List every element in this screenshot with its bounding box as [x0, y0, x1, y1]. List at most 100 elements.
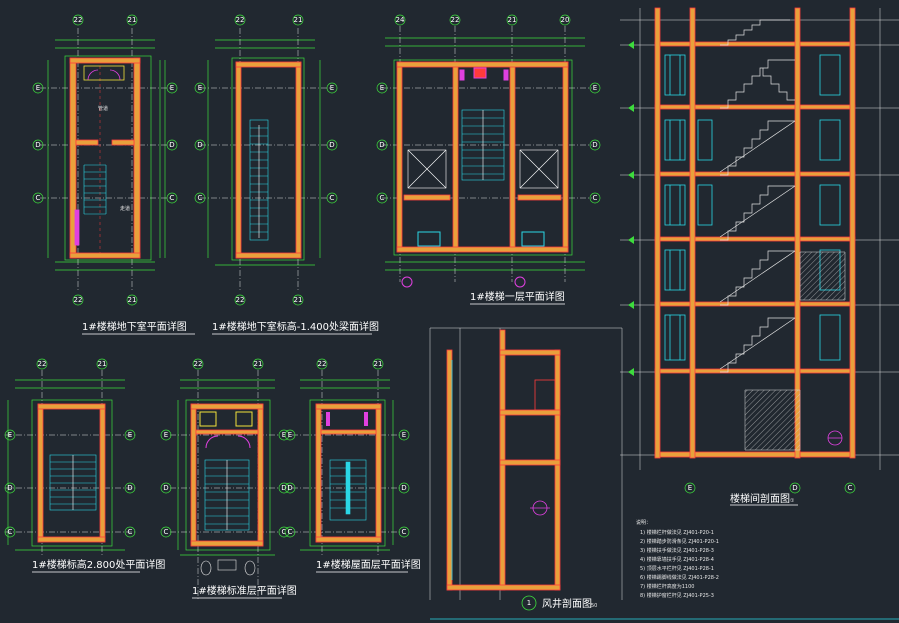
grid-lines — [40, 28, 170, 292]
walls — [37, 403, 106, 543]
stair-flights — [719, 19, 796, 373]
dimension-lines — [300, 379, 394, 551]
axis-C-right: C — [330, 194, 335, 202]
axis-21-bottom: 21 — [294, 296, 303, 304]
axis-22-top: 22 — [451, 16, 460, 24]
basement-plan: 管道 走道 22 21 22 21 E D C E D C 1#楼梯地下室平面详… — [32, 14, 195, 335]
axis-E-left: E — [288, 431, 292, 439]
note-item: 7) 楼梯栏杆高度为1100 — [640, 583, 694, 590]
axis-E-right: E — [330, 84, 334, 92]
note-item: 1) 楼梯栏杆做法见 ZJ401-P20-1 — [640, 529, 714, 536]
dimension-lines — [47, 39, 166, 271]
doors — [74, 65, 125, 246]
axis-C-right: C — [402, 528, 407, 536]
level-2800-plan: 22 21 E D C E D C 1#楼梯标高2.800处平面详图 — [4, 358, 165, 573]
axis-bubbles — [376, 14, 601, 204]
axis-20-top: 20 — [561, 16, 570, 24]
axis-22-top: 22 — [38, 360, 47, 368]
stair-treads — [49, 454, 97, 511]
axis-22-bottom: 22 — [236, 296, 245, 304]
axis-22-bottom: 22 — [74, 296, 83, 304]
axis-D-left: D — [287, 484, 292, 492]
standard-floor-plan: 22 21 E D C E D C 1#楼梯标准层平面详图 — [160, 358, 297, 600]
axis-21-top: 21 — [128, 16, 137, 24]
axis-C-left: C — [380, 194, 385, 202]
axis-D-right: D — [127, 484, 132, 492]
floor-slabs — [654, 7, 856, 459]
note-item: 5) 顶层水平栏杆见 ZJ401-P28-1 — [640, 565, 714, 572]
axis-E-right: E — [282, 431, 286, 439]
axis-E-right: E — [128, 431, 132, 439]
level-1400-plan: 22 21 22 21 E D C E D C 1#楼梯地下室标高-1.400处… — [194, 14, 379, 335]
lift-doors — [199, 411, 253, 449]
dimension-lines — [385, 37, 585, 271]
stair-treads — [461, 109, 505, 181]
axis-C-right: C — [128, 528, 133, 536]
axis-21-top: 21 — [254, 360, 263, 368]
axis-D-left: D — [35, 141, 40, 149]
plan-title: 1#楼梯标准层平面详图 — [192, 584, 297, 597]
magenta-marker — [827, 430, 843, 446]
note-item: 6) 楼梯踢脚线做法见 ZJ401-P28-2 — [640, 574, 719, 581]
axis-21-top: 21 — [508, 16, 517, 24]
axis-C-bottom: C — [848, 484, 853, 492]
axis-D-left: D — [197, 141, 202, 149]
axis-C-right: C — [170, 194, 175, 202]
axis-C-right: C — [593, 194, 598, 202]
axis-E-right: E — [593, 84, 597, 92]
roof-plan: 22 21 E D C E D C 1#楼梯屋面层平面详图 — [284, 358, 421, 573]
axis-E-bottom: E — [688, 484, 692, 492]
axis-bubbles — [32, 14, 178, 306]
plan-title: 1#楼梯标高2.800处平面详图 — [32, 558, 165, 571]
axis-E-left: E — [380, 84, 384, 92]
axis-22-top: 22 — [194, 360, 203, 368]
axis-21-top: 21 — [294, 16, 303, 24]
plan-title-suffix: ① — [790, 498, 795, 504]
axis-bubbles — [284, 358, 410, 538]
grid-lines — [5, 370, 135, 555]
axis-E-left: E — [8, 431, 12, 439]
toilet-fixtures — [200, 559, 256, 576]
axis-24-top: 24 — [396, 16, 405, 24]
elevator-shafts — [407, 149, 559, 189]
walls — [190, 403, 264, 547]
walls — [446, 329, 561, 591]
axis-E-right: E — [402, 431, 406, 439]
axis-22-top: 22 — [318, 360, 327, 368]
note-item: 3) 楼梯扶手做法见 ZJ401-P28-3 — [640, 547, 714, 554]
room-label: 管道 — [98, 105, 108, 112]
doors — [326, 412, 368, 426]
axis-E-left: E — [36, 84, 40, 92]
plan-title-suffix: 50 — [591, 603, 597, 609]
plan-title: 1#楼梯屋面层平面详图 — [316, 558, 421, 571]
axis-bubbles — [684, 482, 856, 494]
stair-treads — [249, 119, 269, 241]
dimension-lines — [207, 39, 321, 266]
walls — [396, 61, 569, 253]
axis-bubbles — [194, 14, 338, 306]
elevation-marks — [628, 41, 634, 376]
windows — [664, 54, 841, 361]
axis-D-right: D — [281, 484, 286, 492]
walls — [235, 61, 302, 259]
notes-block: 说明： 1) 楼梯栏杆做法见 ZJ401-P20-1 2) 楼梯踏步防滑条见 Z… — [636, 519, 719, 599]
axis-22-top: 22 — [74, 16, 83, 24]
notes-heading: 说明： — [636, 519, 651, 526]
stair-treads — [204, 459, 250, 531]
plan-title: 1#楼梯地下室标高-1.400处梁面详图 — [212, 320, 379, 333]
doors — [401, 67, 545, 288]
axis-E-right: E — [170, 84, 174, 92]
section-index-marker — [521, 595, 537, 611]
axis-21-top: 21 — [374, 360, 383, 368]
axis-21-top: 21 — [98, 360, 107, 368]
dimension-lines — [177, 379, 275, 556]
axis-C-left: C — [198, 194, 203, 202]
axis-D-right: D — [401, 484, 406, 492]
note-item: 2) 楼梯踏步防滑条见 ZJ401-P20-1 — [640, 538, 719, 545]
axis-D-bottom: D — [792, 484, 797, 492]
axis-22-top: 22 — [236, 16, 245, 24]
plan-title: 1#楼梯地下室平面详图 — [82, 320, 187, 333]
axis-C-right: C — [282, 528, 287, 536]
axis-C-left: C — [288, 528, 293, 536]
